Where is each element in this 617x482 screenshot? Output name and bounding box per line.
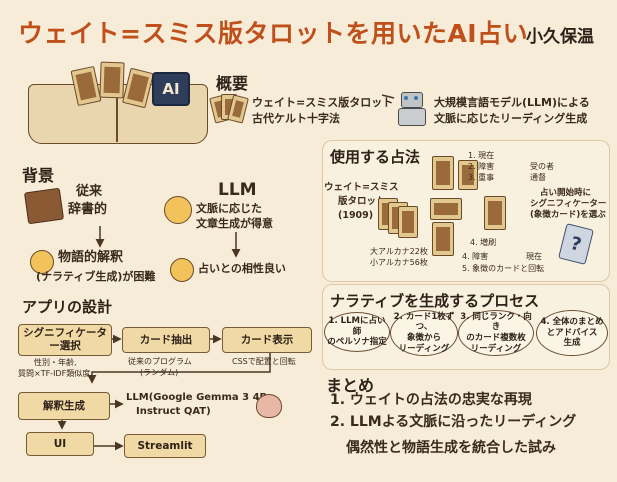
position-3: 3. 重事 (468, 173, 495, 182)
significator-note-line2: シグニフィケーター (530, 199, 607, 209)
deck-line2: 版タロット (338, 196, 386, 207)
card-draw-box: カード抽出 (122, 327, 210, 353)
deck-count2: 小アルカナ56枚 (370, 258, 428, 267)
method-heading: 使用する占法 (330, 148, 421, 166)
thinking-face-icon (164, 196, 192, 224)
ui-box: UI (26, 432, 94, 456)
significator-note-line3: (象徴カード)を選ぶ (530, 210, 606, 220)
app-design-heading: アプリの設計 (22, 298, 113, 316)
position-1: 1. 現在 (468, 151, 495, 160)
overview-tarot-line2: 古代ケルト十字法 (252, 112, 340, 125)
smiling-face-icon (170, 258, 194, 282)
significator-box: シグニフィケーター選択 (18, 324, 112, 356)
summary-heading: まとめ (326, 376, 375, 395)
overview-llm-line2: 文脈に応じたリーディング生成 (434, 112, 588, 125)
llm-model-line2: Instruct QAT) (136, 406, 211, 417)
process-heading: ナラティブを生成するプロセス (330, 292, 540, 310)
card-draw-note1: 従来のプログラム (128, 357, 192, 366)
traditional-line1: 従来 (76, 184, 103, 199)
llm-title: LLM (218, 180, 257, 200)
llm-model-line1: LLM(Google Gemma 3 4B (126, 392, 268, 403)
background-heading: 背景 (22, 166, 55, 185)
process-step-3: 3. 同じランク・向きのカード複数枚リーディング (458, 310, 534, 356)
summary-point-2: 2. LLMよる文脈に沿ったリーディング (330, 414, 577, 430)
deck-line1: ウェイト=スミス (324, 182, 399, 193)
position-6: 5. 象徴のカードと回転 (462, 264, 545, 273)
position-2: 2. 障害 (468, 162, 495, 171)
old-book-icon (23, 187, 65, 225)
author-name: 小久保温 (526, 27, 594, 47)
significator-note-line1: 占い開始時に (540, 188, 592, 198)
card-display-note: CSSで配置と回転 (232, 357, 296, 366)
robot-icon (392, 88, 430, 128)
narrative-line1: 物語的解釈 (58, 250, 124, 265)
poster-title: ウェイト=スミス版タロットを用いたAI占い (18, 19, 529, 48)
overview-tarot-line1: ウェイト=スミス版タロット (252, 96, 394, 109)
card-draw-note2: (ランダム) (140, 368, 179, 377)
position-5-result: 現在 (526, 252, 542, 261)
overview-heading: 概要 (216, 74, 249, 93)
summary-closing: 偶然性と物語生成を統合した試み (346, 440, 556, 456)
streamlit-box: Streamlit (124, 434, 206, 458)
llm-line1: 文脈に応じた (196, 202, 262, 215)
confused-face-icon (30, 250, 54, 274)
position-5: 4. 障害 (462, 252, 489, 261)
deck-stack-icon (374, 196, 420, 242)
summary-point-1: 1. ウェイトの占法の忠実な再現 (330, 392, 532, 408)
brain-chip-icon (256, 394, 282, 418)
narrative-line2: (ナラティブ生成)が困難 (36, 270, 156, 283)
llm-line2: 文章生成が得意 (196, 217, 273, 230)
deck-line3: (1909) (338, 210, 374, 221)
compat-text: 占いとの相性良い (198, 262, 286, 275)
significator-note1: 性別・年齢, (34, 358, 77, 367)
celtic-cross-spread (420, 150, 516, 268)
book-illustration: AI (28, 61, 208, 150)
position-3-result: 通督 (530, 173, 546, 182)
process-step-4: 4. 全体のまとめとアドバイス生成 (536, 310, 608, 356)
process-step-1: 1. LLMに占い師のペルソナ指定 (324, 312, 390, 352)
process-step-2: 2. カード1枚ずつ、象徴からリーディング (390, 310, 458, 356)
overview-llm-line1: 大規模言語モデル(LLM)による (434, 96, 590, 109)
deck-count1: 大アルカナ22枚 (370, 247, 428, 256)
card-display-box: カード表示 (222, 327, 312, 353)
traditional-line2: 辞書的 (68, 202, 108, 217)
significator-note2: 質問×TF-IDF類似度 (18, 369, 91, 378)
position-2-result: 受の者 (530, 162, 554, 171)
interpretation-box: 解釈生成 (18, 392, 110, 420)
tarot-cards-icon (209, 94, 249, 126)
ai-chip-icon: AI (152, 72, 190, 106)
position-4: 4. 増刷 (470, 238, 497, 247)
